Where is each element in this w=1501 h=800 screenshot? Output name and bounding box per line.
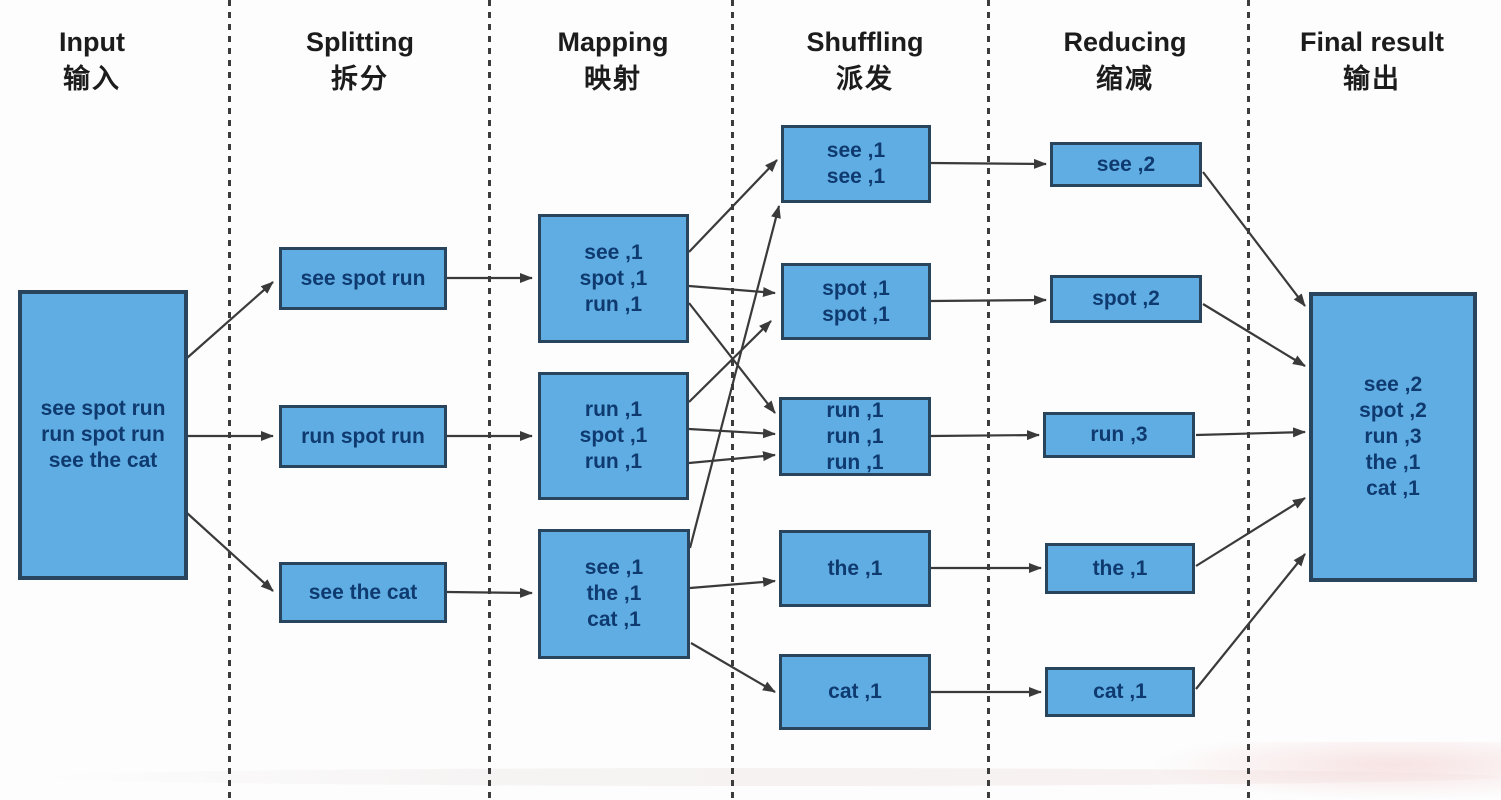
map-node-2: run ,1 spot ,1 run ,1 <box>538 372 689 500</box>
reduce-node-cat: cat ,1 <box>1045 667 1195 717</box>
arrow-map2-to-shuffle-spot <box>688 320 772 403</box>
column-header-reducing: Reducing 缩减 <box>1005 24 1245 98</box>
map-node-3-line-3: cat ,1 <box>587 608 641 631</box>
arrow-reduce-spot-to-final <box>1202 303 1306 367</box>
map-node-2-line-1: run ,1 <box>584 398 643 421</box>
arrow-reduce-cat-to-final <box>1195 553 1306 690</box>
reduce-node-run: run ,3 <box>1043 412 1195 458</box>
shuffle-node-see-line-1: see ,1 <box>826 139 886 162</box>
column-header-final-result-en: Final result <box>1299 27 1445 57</box>
reduce-node-spot-label: spot ,2 <box>1092 287 1160 310</box>
final-result-line-4: the ,1 <box>1365 451 1421 474</box>
input-node: see spot run run spot run see the cat <box>18 290 188 580</box>
column-separator-3 <box>731 0 734 800</box>
map-node-1-line-1: see ,1 <box>584 240 643 264</box>
arrow-map3-to-shuffle-see <box>688 205 781 549</box>
reduce-node-run-label: run ,3 <box>1090 423 1148 446</box>
reduce-node-see-label: see ,2 <box>1096 152 1156 176</box>
column-separator-2 <box>488 0 491 800</box>
column-header-shuffling-en: Shuffling <box>806 27 924 57</box>
column-header-input-zh: 输入 <box>63 64 121 94</box>
column-header-final-result: Final result 输出 <box>1252 24 1492 98</box>
column-header-mapping-en: Mapping <box>557 27 669 57</box>
shuffle-node-spot-line-2: spot ,1 <box>822 302 890 326</box>
bottom-smudge-streak <box>40 768 1500 786</box>
input-node-line-1: see spot run <box>40 397 166 420</box>
column-header-shuffling: Shuffling 派发 <box>745 24 985 98</box>
input-node-line-3: see the cat <box>48 449 158 472</box>
arrow-shuffle-run-to-reduce <box>930 430 1040 441</box>
reduce-node-see: see ,2 <box>1050 142 1202 187</box>
column-header-mapping-zh: 映射 <box>584 64 642 94</box>
split-node-3: see the cat <box>279 562 447 623</box>
column-separator-5 <box>1247 0 1250 800</box>
shuffle-node-run-line-2: run ,1 <box>826 424 884 448</box>
split-node-2: run spot run <box>279 405 447 468</box>
split-node-1: see spot run <box>279 247 447 310</box>
map-node-1-line-3: run ,1 <box>584 292 643 316</box>
map-node-1-line-2: spot ,1 <box>579 266 648 290</box>
shuffle-node-spot: spot ,1 spot ,1 <box>781 263 931 340</box>
map-node-1: see ,1 spot ,1 run ,1 <box>538 214 689 343</box>
arrow-reduce-the-to-final <box>1195 497 1306 567</box>
split-node-1-label: see spot run <box>300 266 426 290</box>
column-separator-1 <box>228 0 231 800</box>
bottom-right-smudge <box>1150 742 1501 800</box>
reduce-node-the: the ,1 <box>1045 543 1195 594</box>
reduce-node-the-label: the ,1 <box>1092 556 1148 580</box>
map-node-3-line-1: see ,1 <box>584 556 644 579</box>
final-result-line-5: cat ,1 <box>1366 477 1420 500</box>
column-header-final-result-zh: 输出 <box>1343 64 1401 94</box>
shuffle-node-run: run ,1 run ,1 run ,1 <box>779 397 931 476</box>
map-node-2-line-3: run ,1 <box>584 450 643 473</box>
arrow-reduce-see-to-final <box>1202 171 1306 307</box>
shuffle-node-run-line-3: run ,1 <box>826 450 884 474</box>
final-result-line-2: spot ,2 <box>1359 399 1427 422</box>
column-header-input: Input 输入 <box>0 24 212 98</box>
split-node-2-label: run spot run <box>301 424 425 448</box>
map-node-3: see ,1 the ,1 cat ,1 <box>538 529 690 659</box>
column-header-splitting-en: Splitting <box>306 27 414 57</box>
arrow-reduce-run-to-final <box>1195 427 1306 438</box>
input-node-line-2: run spot run <box>41 423 165 446</box>
column-header-input-en: Input <box>59 27 125 57</box>
shuffle-node-see: see ,1 see ,1 <box>781 125 931 203</box>
shuffle-node-the: the ,1 <box>779 530 931 607</box>
reduce-node-cat-label: cat ,1 <box>1093 680 1147 703</box>
shuffle-node-cat: cat ,1 <box>779 654 931 730</box>
final-result-line-3: run ,3 <box>1364 425 1422 448</box>
reduce-node-spot: spot ,2 <box>1050 275 1202 323</box>
column-header-splitting-zh: 拆分 <box>331 64 389 94</box>
shuffle-node-cat-line-1: cat ,1 <box>828 680 882 703</box>
shuffle-node-spot-line-1: spot ,1 <box>822 276 890 300</box>
shuffle-node-run-line-1: run ,1 <box>826 398 884 422</box>
column-header-mapping: Mapping 映射 <box>493 24 733 98</box>
final-result-line-1: see ,2 <box>1363 373 1423 396</box>
column-header-splitting: Splitting 拆分 <box>240 24 480 98</box>
column-header-reducing-zh: 缩减 <box>1096 64 1154 94</box>
column-header-reducing-en: Reducing <box>1063 27 1187 57</box>
column-header-shuffling-zh: 派发 <box>836 64 894 94</box>
split-node-3-label: see the cat <box>308 580 418 604</box>
column-separator-4 <box>987 0 990 800</box>
final-result-node: see ,2 spot ,2 run ,3 the ,1 cat ,1 <box>1309 292 1477 582</box>
shuffle-node-the-line-1: the ,1 <box>827 556 883 580</box>
shuffle-node-see-line-2: see ,1 <box>826 165 886 188</box>
map-node-3-line-2: the ,1 <box>586 582 642 605</box>
map-node-2-line-2: spot ,1 <box>579 424 648 447</box>
